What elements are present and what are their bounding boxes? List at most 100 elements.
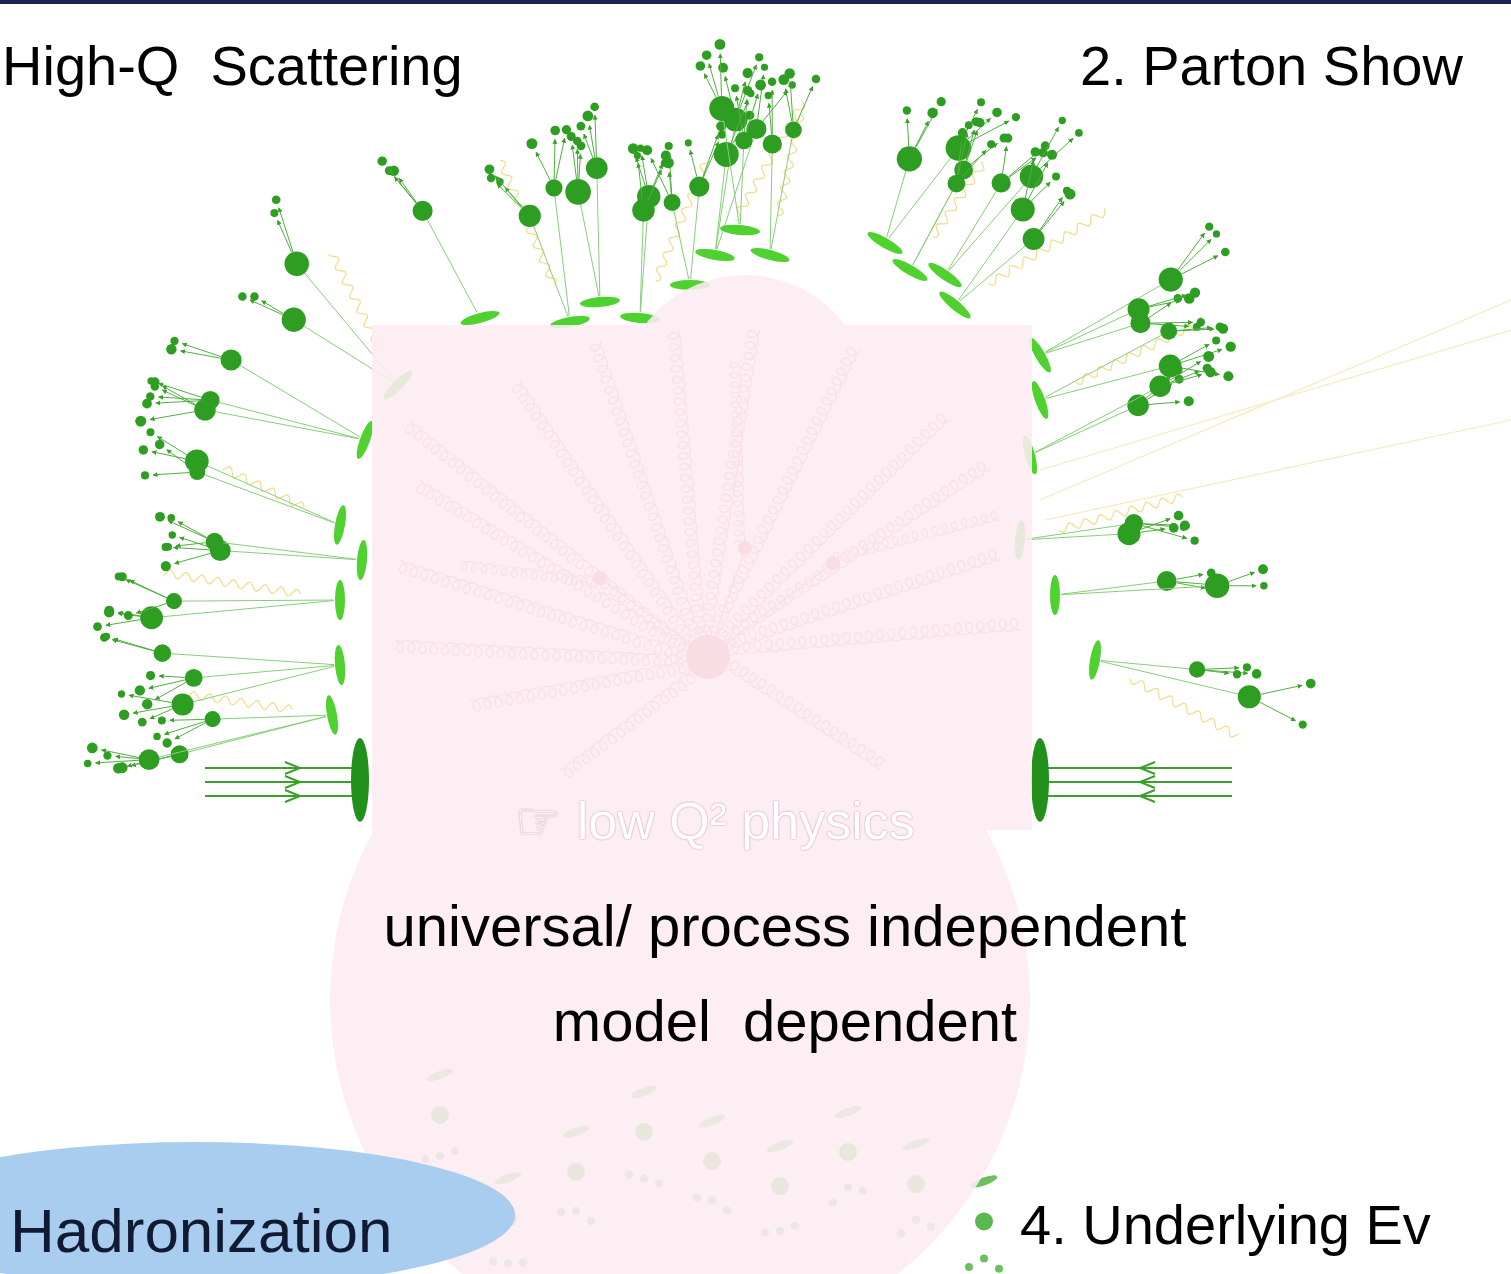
photon-wiggle <box>222 467 304 507</box>
hadron-dot <box>582 111 593 122</box>
decay-arrow <box>642 156 647 185</box>
stage-title: 4. Underlying Ev <box>1020 1197 1431 1253</box>
decay-arrow <box>150 412 194 420</box>
string-ellipse <box>580 295 621 308</box>
hadron-dot <box>87 743 98 754</box>
hadron-dot <box>715 39 726 50</box>
decay-arrow <box>1040 201 1064 230</box>
hadron-dot <box>284 251 309 276</box>
hadron-dot <box>201 391 220 410</box>
hadron-dot <box>903 106 911 114</box>
hadron-dot <box>689 176 709 196</box>
decay-arrow <box>168 521 206 538</box>
decay-arrow <box>1260 702 1296 721</box>
text-holder: universal/ process independent <box>310 897 1260 955</box>
decay-arrow <box>101 750 138 758</box>
region-note: universal/ process independent <box>384 897 1187 955</box>
shower-line <box>578 192 599 296</box>
decay-arrow <box>279 208 293 252</box>
hadron-dot <box>1189 661 1205 677</box>
decay-arrow <box>399 178 417 202</box>
proton-ellipse <box>351 738 369 822</box>
hadronization-ellipse: Hadronization <box>0 1140 520 1274</box>
hadron-dot <box>1306 679 1316 689</box>
label-holder: High-Q Scattering <box>2 38 463 94</box>
hadron-dot <box>995 1265 1003 1273</box>
decay-arrow <box>1169 361 1200 380</box>
decay-arrow <box>769 103 772 134</box>
hadron-dot <box>124 611 133 620</box>
decay-arrow <box>638 163 642 199</box>
hadron-dot <box>221 349 242 370</box>
hadron-dot <box>171 745 189 763</box>
hadron-dot <box>664 194 681 211</box>
hadron-dot <box>1011 197 1035 221</box>
photon-wiggle <box>500 160 556 285</box>
string-ellipse <box>1050 575 1060 615</box>
hadron-dot <box>1160 323 1177 340</box>
decay-arrow <box>157 436 187 454</box>
decay-arrow <box>133 706 172 713</box>
decay-arrow <box>554 139 556 179</box>
hadron-dot <box>768 78 777 87</box>
hadron-dot <box>118 572 127 581</box>
string-ellipse <box>694 247 735 264</box>
string-ellipse <box>332 504 349 545</box>
decay-arrow <box>1229 572 1255 581</box>
hadron-dot <box>282 308 306 332</box>
decay-arrow <box>182 344 221 357</box>
shower-line <box>174 600 334 601</box>
hadron-dot <box>992 173 1011 192</box>
beam-line <box>205 767 352 769</box>
decay-arrow <box>797 86 813 122</box>
hadron-dot <box>1213 230 1220 237</box>
hadron-dot <box>785 122 802 139</box>
beam-line <box>205 795 352 797</box>
hadron-dot <box>632 199 655 222</box>
hadron-dot <box>142 699 152 709</box>
hadron-dot <box>702 50 712 60</box>
hadron-dot <box>1203 364 1212 373</box>
hadron-dot <box>761 64 768 71</box>
decay-arrow <box>175 553 211 563</box>
decay-arrow <box>152 452 185 459</box>
hadron-dot <box>104 606 114 616</box>
text-holder: Hadronization <box>10 1200 490 1262</box>
low-q2-region-shape <box>300 275 1250 1274</box>
decay-arrow <box>155 682 186 699</box>
shower-line <box>1045 280 1171 352</box>
hadron-dot <box>765 92 773 100</box>
shower-line <box>530 216 568 316</box>
string-ellipse <box>335 580 345 620</box>
hadron-dot <box>784 68 794 78</box>
hadron-dot <box>634 152 641 159</box>
hadron-dot <box>158 717 166 725</box>
text-holder: model dependent <box>310 992 1260 1050</box>
decay-arrow <box>584 134 593 158</box>
decay-arrow <box>126 580 167 598</box>
hadron-dot <box>519 205 541 227</box>
hadron-dot <box>1059 117 1066 124</box>
decay-arrow <box>746 94 758 132</box>
hadron-dot <box>1012 113 1020 121</box>
hadron-dot <box>937 97 946 106</box>
decay-arrow <box>156 401 201 403</box>
hadron-dot <box>169 531 176 538</box>
hadron-dot <box>270 209 278 217</box>
shower-line <box>205 410 359 439</box>
beam-arrowhead <box>285 776 300 788</box>
hadron-dot <box>485 164 495 174</box>
decay-arrow <box>173 548 209 550</box>
shower-line <box>1026 523 1134 539</box>
beam-arrowhead <box>285 790 300 802</box>
shower-line <box>231 360 360 437</box>
shower-line <box>210 400 359 438</box>
decay-arrow <box>1178 233 1205 269</box>
decay-arrow <box>497 184 522 208</box>
region-fill <box>330 275 1032 1274</box>
decay-arrow <box>1229 585 1256 586</box>
decay-arrow <box>149 680 185 688</box>
hadron-dot <box>1233 670 1241 678</box>
shower-line <box>554 188 569 316</box>
shower-line <box>740 141 744 224</box>
